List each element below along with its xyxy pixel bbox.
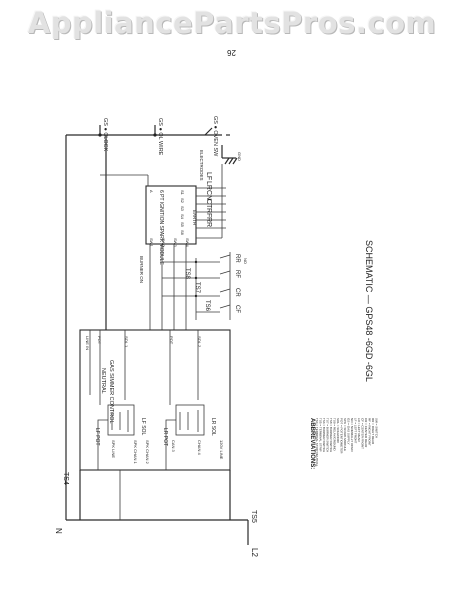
label-n: N xyxy=(54,528,63,534)
abbr-item: LR = LEFT REAR xyxy=(357,418,361,443)
label-l2: L2 xyxy=(250,548,259,557)
spark-term-s5: S5 xyxy=(180,222,185,228)
schematic-title: SCHEMATIC — GPS48 -6GD -6GL xyxy=(364,240,374,382)
load-taps xyxy=(98,125,213,137)
bottom-wiring xyxy=(79,440,231,520)
label-oven-switch: GS ● OVEN SW xyxy=(212,116,218,157)
spark-term-s1: S1 xyxy=(180,190,185,196)
ctrl-term-spk-line: SPK LINE xyxy=(111,440,116,458)
label-ts5: TS5 xyxy=(250,510,257,523)
abbr-item: NO = NORMALLY OPEN xyxy=(350,418,354,451)
electrode-lr: LR xyxy=(205,181,212,190)
abbr-item: CF = CENTER FRONT xyxy=(361,418,365,449)
abbr-item: POT = POTENTIOMETER xyxy=(340,418,344,454)
switch-ts6: TS6 xyxy=(204,300,210,312)
ctrl-term-line-in: LINE IN xyxy=(85,336,90,350)
burner-on-label: BURNER ON xyxy=(139,256,144,283)
spark-module-label: 6 PT IGNITION SPARK MODULE xyxy=(158,190,164,265)
ctrl-term-120v: 120V LINE xyxy=(219,440,224,460)
abbr-item: TS5 = TERMINAL STRIP xyxy=(319,418,323,452)
switch-ts8: TS8 xyxy=(184,268,190,280)
abbr-item: TS4 = TERMINAL STRIP NEUTRAL xyxy=(315,418,319,467)
page-number: 26 xyxy=(227,48,236,57)
switch-no: NO xyxy=(243,258,248,264)
abbr-item: RR = RIGHT REAR xyxy=(371,418,375,445)
switch-ts7: TS7 xyxy=(194,282,200,294)
switch-cf: CF xyxy=(234,305,240,313)
gas-simmer-control-box xyxy=(79,329,231,471)
lr-pot-assembly xyxy=(165,330,205,440)
abbr-item: TS7 = BURNER SWITCH xyxy=(326,418,330,452)
control-label: GAS SIMMER CONTROL xyxy=(108,360,114,424)
electrode-leads xyxy=(196,164,226,239)
electrodes-label: ELECTRODES xyxy=(199,150,204,181)
earth-label: EARTH xyxy=(192,210,197,225)
switch-rf: RF xyxy=(234,270,240,278)
abbr-item: TS8 = BURNER SWITCH xyxy=(329,418,333,452)
electrode-rr: RR xyxy=(205,217,212,227)
ctrl-term-sol2: SOL 2 xyxy=(197,336,202,348)
lf-sol-label: LF SOL xyxy=(140,418,146,435)
electrode-labels: LF LR CN CT RF RR xyxy=(205,172,212,227)
ctrl-term-spk-chan1: SPK CHAN 1 xyxy=(133,440,138,465)
abbr-item: SOL = SOLENOID xyxy=(336,418,340,444)
control-right-terminals: SPK LINE SPK CHAN 1 SPK CHAN 2 CAN 3 CHA… xyxy=(111,440,224,465)
electrode-rf: RF xyxy=(205,208,212,217)
electrode-lf: LF xyxy=(205,172,212,180)
label-ground: GND xyxy=(237,152,242,161)
label-clock: GS ● CLOCK xyxy=(102,118,108,152)
abbreviations-title: ABBREVIATIONS: xyxy=(309,418,315,469)
abbr-item: TS6 = BURNER SWITCH xyxy=(322,418,326,452)
label-oven-light: GS ● OL WIRE xyxy=(157,118,163,156)
watermark: AppliancePartsPros.com xyxy=(27,6,437,40)
control-left-terminals: LINE IN POT SOL 1 POT SOL 2 xyxy=(85,336,202,350)
ctrl-term-pot2: POT xyxy=(169,336,174,345)
abbreviations-block: ABBREVIATIONS: TS4 = TERMINAL STRIP NEUT… xyxy=(309,418,379,469)
abbr-item: CR = CENTER REAR xyxy=(364,418,368,448)
spark-term-sw3: SW3 xyxy=(173,238,178,247)
lr-pot-label: LR POT xyxy=(162,428,168,446)
ctrl-term-can3: CAN 3 xyxy=(171,440,176,453)
abbr-item: GS = GAS SUPPLY xyxy=(347,418,351,445)
spark-module-box xyxy=(145,185,197,245)
lf-pot-assembly xyxy=(89,330,135,440)
label-ts4: TS4 xyxy=(62,472,69,485)
spark-left-terminals: A SW1 SW2 SW3 SW4 xyxy=(149,190,190,247)
switch-rr: RR xyxy=(234,254,240,263)
power-rails xyxy=(65,134,249,545)
ctrl-term-spk-chan2: SPK CHAN 2 xyxy=(145,440,150,465)
ctrl-term-sol1: SOL 1 xyxy=(124,336,129,348)
spark-term-sw2: SW2 xyxy=(161,238,166,247)
spark-term-a: A xyxy=(149,190,154,193)
abbr-item: SPK = SPARK MODULE xyxy=(343,418,347,451)
ctrl-term-chan4: CHAN 4 xyxy=(197,440,202,455)
control-neutral: NEUTRAL xyxy=(100,368,106,394)
lf-pot-label: LF POT xyxy=(94,428,100,446)
abbr-item: RF = RIGHT FRONT xyxy=(368,418,372,446)
abbr-item: LF = LEFT FRONT xyxy=(354,418,358,444)
ctrl-term-pot1: POT xyxy=(97,336,102,345)
spark-term-s2: S2 xyxy=(180,198,185,204)
electrode-cn: CN xyxy=(205,190,212,200)
electrode-ct: CT xyxy=(205,199,212,209)
spark-right-terminals: S1 S2 S3 S4 S5 S6 xyxy=(180,190,185,236)
spark-term-sw1: SW1 xyxy=(149,238,154,247)
abbr-item: TS9 = RELAY/GROUND xyxy=(333,418,337,452)
ground-symbol xyxy=(221,145,238,165)
spark-term-s4: S4 xyxy=(180,214,185,220)
lr-sol-label: LR SOL xyxy=(210,418,216,436)
switch-cr: CR xyxy=(234,288,240,297)
spark-term-s3: S3 xyxy=(180,206,185,212)
burner-switches xyxy=(162,252,231,320)
spark-term-sw4: SW4 xyxy=(185,238,190,247)
control-to-spark-wires xyxy=(100,135,187,330)
spark-term-s6: S6 xyxy=(180,230,185,236)
abbr-item: SW = SWITCH xyxy=(375,418,379,438)
